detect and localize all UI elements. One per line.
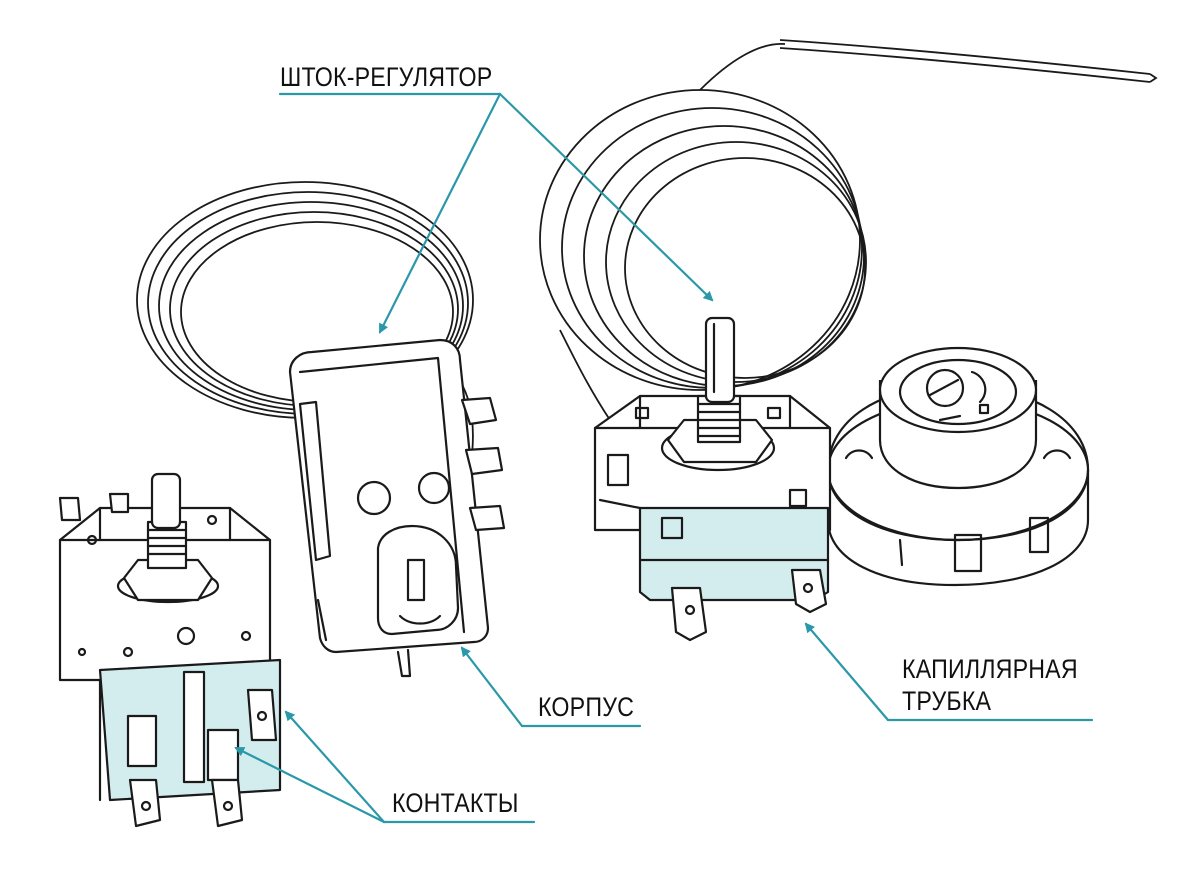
label-stem: ШТОК-РЕГУЛЯТОР — [280, 62, 493, 92]
thermostat-right — [593, 316, 832, 642]
capillary-coil-right — [539, 39, 1158, 421]
capillary-leader — [804, 622, 890, 722]
label-housing: КОРПУС — [538, 692, 635, 722]
contacts-leader-upper — [284, 710, 386, 824]
stem-leader-right — [498, 92, 714, 302]
contacts-leader-lower — [234, 746, 386, 824]
stem-leader-left — [378, 92, 502, 334]
round-sensor — [826, 346, 1090, 587]
housing-leader — [460, 646, 524, 728]
callout-leaders — [234, 92, 1094, 824]
thermostat-middle — [288, 338, 506, 678]
label-contacts: КОНТАКТЫ — [392, 788, 519, 818]
label-capillary-line1: КАПИЛЛЯРНАЯ — [902, 654, 1078, 684]
label-capillary-line2: ТРУБКА — [902, 686, 992, 716]
thermostat-left — [58, 472, 282, 828]
